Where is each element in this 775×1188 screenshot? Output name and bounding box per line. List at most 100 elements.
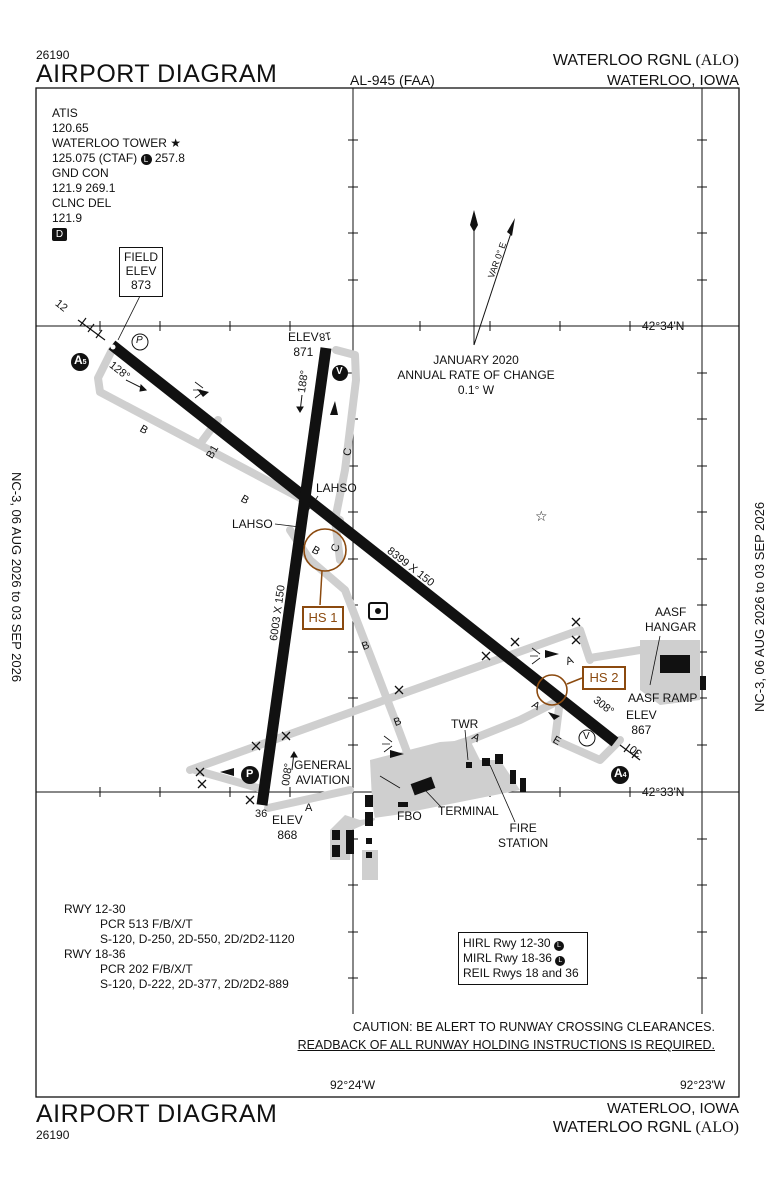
mirl-l-icon: L xyxy=(555,956,566,966)
pcr-block: RWY 12-30 PCR 513 F/B/X/T S-120, D-250, … xyxy=(64,902,295,992)
l-icon: L xyxy=(140,154,152,165)
rwy-36-label: 36 xyxy=(255,808,268,820)
hot-spot-2-circle xyxy=(536,674,568,706)
a5-letter: A xyxy=(74,353,83,367)
v-circle-1 xyxy=(332,365,348,381)
twr-building xyxy=(466,762,472,768)
taxiway-a-west-end xyxy=(191,766,269,794)
p-circle-1 xyxy=(131,333,149,351)
runway-12-30 xyxy=(108,340,619,747)
fbo-building xyxy=(398,802,408,807)
chart-number: 26190 xyxy=(36,48,70,62)
lahso-label-2: LAHSO xyxy=(232,517,273,531)
airport-name: WATERLOO RGNL (ALO) xyxy=(553,52,739,70)
footer-airport-code: (ALO) xyxy=(695,1119,739,1136)
city-state: WATERLOO, IOWA xyxy=(607,72,739,89)
field-elev-point xyxy=(110,344,116,350)
hangar-3 xyxy=(346,830,354,854)
airport-code: (ALO) xyxy=(695,52,739,69)
aasf-hangar-line1: AASF xyxy=(655,605,687,619)
tower-name: WATERLOO TOWER xyxy=(52,136,167,150)
vor-symbol xyxy=(368,602,388,620)
taxiway-a-south xyxy=(264,786,354,812)
taxiway-aasf xyxy=(586,646,644,662)
terminal-apron xyxy=(330,740,520,860)
footer-title: AIRPORT DIAGRAM xyxy=(36,1100,278,1128)
hangar-4 xyxy=(366,838,372,844)
fire-building-2 xyxy=(495,754,503,764)
gnd-label: GND CON xyxy=(52,166,109,180)
mirl-line: MIRL Rwy 18-36 L xyxy=(463,951,583,966)
ga-line2: AVIATION xyxy=(295,773,350,787)
pcr-12-30-value: PCR 513 F/B/X/T xyxy=(100,917,193,931)
atis-freq: 120.65 xyxy=(52,121,89,135)
caution-line-1: CAUTION: BE ALERT TO RUNWAY CROSSING CLE… xyxy=(352,1020,715,1034)
terminal-building xyxy=(410,776,436,796)
caution-line-2: READBACK OF ALL RUNWAY HOLDING INSTRUCTI… xyxy=(297,1038,715,1052)
tower-freq: 125.075 (CTAF) L 257.8 xyxy=(52,151,185,166)
atis-label: ATIS xyxy=(52,106,78,120)
elev-30: ELEV 867 xyxy=(626,708,657,738)
east-building-2 xyxy=(520,778,526,792)
lahso-label-1: LAHSO xyxy=(316,481,357,495)
field-elev-box: FIELD ELEV 873 xyxy=(119,247,163,297)
v-label-2: V xyxy=(583,731,590,742)
taxiway-network xyxy=(94,346,644,812)
a5-circle xyxy=(71,353,89,371)
a5-label: A5 xyxy=(74,353,87,367)
north-arrow xyxy=(470,210,515,346)
fire-line2: STATION xyxy=(498,836,549,850)
airport-name-text: WATERLOO RGNL xyxy=(552,52,691,69)
taxiway-label-a-4: A xyxy=(305,802,313,814)
a5-sub: 5 xyxy=(82,359,87,366)
fire-station-building xyxy=(482,758,490,766)
graticule xyxy=(36,88,739,1014)
hot-spot-2-label: HS 2 xyxy=(582,666,626,690)
elev-36: ELEV 868 xyxy=(272,813,303,843)
lahso-leaders xyxy=(274,495,319,528)
pcr-rwy-18-36: RWY 18-36 xyxy=(64,947,126,961)
heading-arrows xyxy=(125,379,615,771)
v-circle-2 xyxy=(578,729,596,747)
navaid-symbols xyxy=(193,381,560,776)
rwy-18-label: 18 xyxy=(318,329,333,343)
p-label-2: P xyxy=(246,768,254,780)
footer-number: 26190 xyxy=(36,1128,70,1142)
east-building xyxy=(510,770,516,784)
frequency-block: ATIS 120.65 WATERLOO TOWER ★ 125.075 (CT… xyxy=(52,106,185,241)
mirl-text: MIRL Rwy 18-36 xyxy=(463,951,552,965)
aasf-ramp-label: AASF RAMP xyxy=(628,691,698,705)
fire-station-label: FIRE STATION xyxy=(498,821,548,851)
threshold-marks xyxy=(77,317,641,761)
tower-ctaf: 125.075 (CTAF) xyxy=(52,151,138,165)
a4-sub: 4 xyxy=(622,772,627,779)
elev-30-value: 867 xyxy=(631,723,652,737)
elev-30-label: ELEV xyxy=(626,708,657,722)
map-frame xyxy=(35,87,740,1098)
ga-building-2 xyxy=(365,812,373,826)
p-label-1: P xyxy=(136,335,143,346)
ga-line1: GENERAL xyxy=(294,758,352,772)
footer-city-state: WATERLOO, IOWA xyxy=(607,1100,739,1117)
gnd-freq: 121.9 269.1 xyxy=(52,181,116,195)
taxiway-e-loop xyxy=(551,696,624,764)
pcr-rwy-12-30: RWY 12-30 xyxy=(64,902,126,916)
lon-east: 92°23'W xyxy=(680,1078,726,1092)
decl-rate: 0.1° W xyxy=(457,383,495,397)
field-elev-line2: ELEV xyxy=(125,264,157,278)
v-label-1: V xyxy=(336,366,343,377)
p-circle-2 xyxy=(241,766,259,784)
fire-line1: FIRE xyxy=(509,821,537,835)
elev-18: ELEV 871 xyxy=(288,330,319,360)
a4-circle xyxy=(611,766,629,784)
light-beacon-sym-2 xyxy=(530,647,541,665)
hangar-2 xyxy=(332,845,340,857)
aasf-small-building xyxy=(700,676,706,690)
decl-date: JANUARY 2020 xyxy=(433,353,519,367)
runway-18-36 xyxy=(256,347,332,806)
d-icon: D xyxy=(52,228,67,241)
hot-spot-1-label: HS 1 xyxy=(302,606,344,630)
elev-36-label: ELEV xyxy=(272,813,303,827)
light-beacon-sym-1 xyxy=(382,735,393,753)
